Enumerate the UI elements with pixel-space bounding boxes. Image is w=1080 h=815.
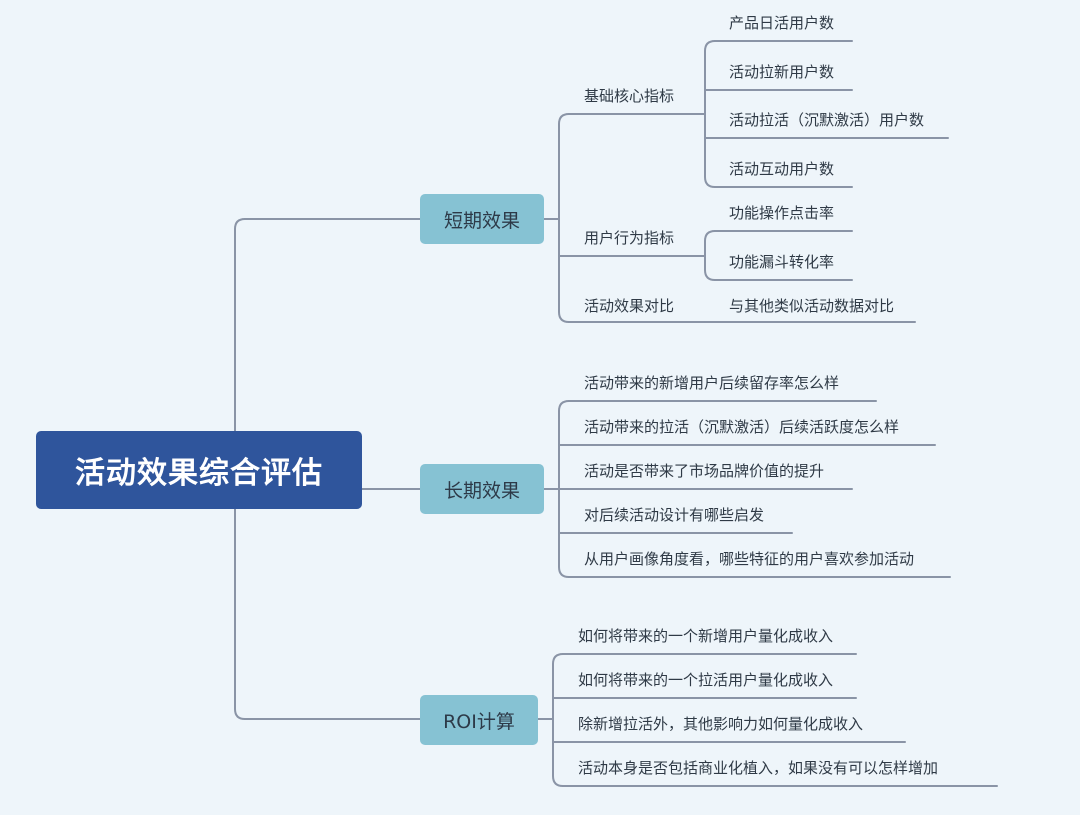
- leaf-item: 活动互动用户数: [729, 160, 835, 178]
- branch-roi: ROI计算: [420, 695, 538, 745]
- leaf-item: 活动拉活（沉默激活）用户数: [729, 111, 925, 129]
- leaf-item: 活动本身是否包括商业化植入，如果没有可以怎样增加: [578, 759, 939, 777]
- group-core-metrics: 基础核心指标: [584, 87, 675, 105]
- leaf-item: 活动是否带来了市场品牌价值的提升: [584, 462, 825, 480]
- leaf-item: 如何将带来的一个新增用户量化成收入: [578, 627, 834, 645]
- group-comparison: 活动效果对比: [584, 297, 675, 315]
- leaf-item: 功能操作点击率: [729, 204, 835, 222]
- short-term-trunk: [558, 113, 570, 323]
- leaf-item: 与其他类似活动数据对比: [729, 297, 895, 315]
- leaf-item: 从用户画像角度看，哪些特征的用户喜欢参加活动: [584, 550, 915, 568]
- leaf-item: 产品日活用户数: [729, 14, 835, 32]
- leaf-item: 活动带来的新增用户后续留存率怎么样: [584, 374, 840, 392]
- group-behavior-metrics: 用户行为指标: [584, 229, 675, 247]
- leaf-item: 活动拉新用户数: [729, 63, 835, 81]
- branch-long-term: 长期效果: [420, 464, 544, 514]
- leaf-item: 功能漏斗转化率: [729, 253, 835, 271]
- roi-trunk: [552, 653, 564, 787]
- root-node: 活动效果综合评估: [36, 431, 362, 509]
- leaf-item: 对后续活动设计有哪些启发: [584, 506, 765, 524]
- core-trunk: [704, 40, 716, 188]
- leaf-item: 如何将带来的一个拉活用户量化成收入: [578, 671, 834, 689]
- leaf-item: 除新增拉活外，其他影响力如何量化成收入: [578, 715, 864, 733]
- leaf-item: 活动带来的拉活（沉默激活）后续活跃度怎么样: [584, 418, 900, 436]
- branch-short-term: 短期效果: [420, 194, 544, 244]
- behavior-trunk: [704, 230, 716, 281]
